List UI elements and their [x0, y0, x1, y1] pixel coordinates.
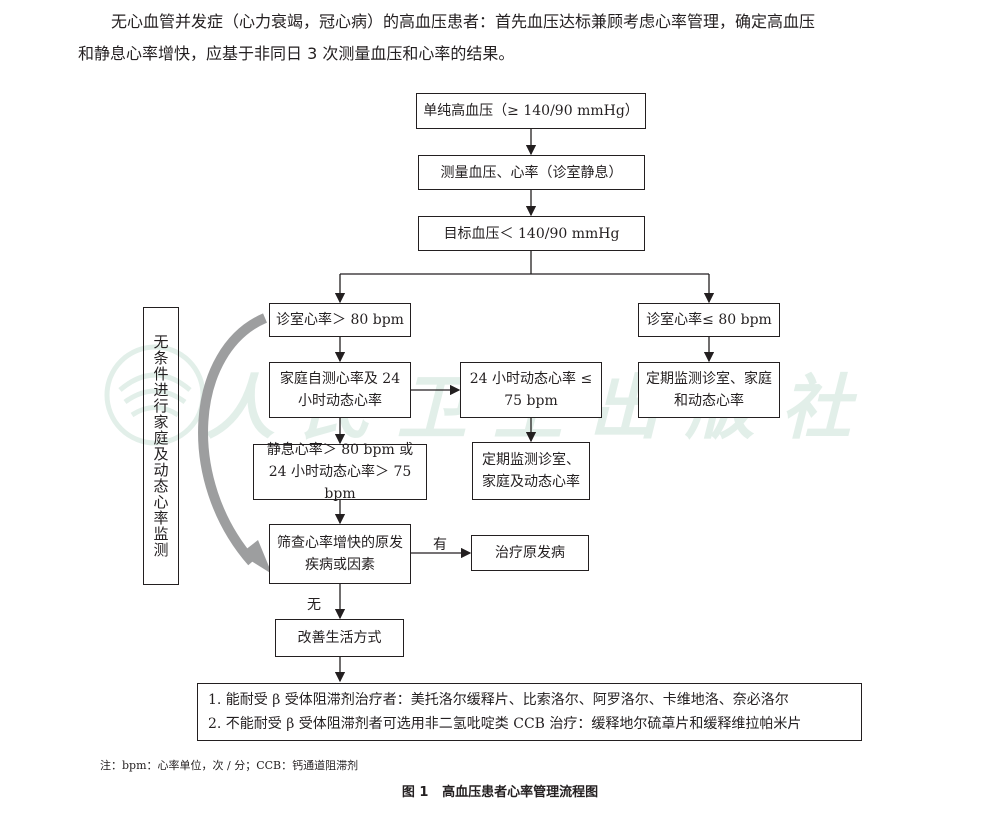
node-measure-bp-hr: 测量血压、心率（诊室静息）	[418, 155, 645, 190]
node-regular-monitoring-2: 定期监测诊室、家庭及动态心率	[472, 442, 590, 500]
figure-caption: 图 1 高血压患者心率管理流程图	[0, 781, 1000, 800]
figure-caption-title: 高血压患者心率管理流程图	[442, 785, 599, 800]
node-hypertension: 单纯高血压（≥ 140/90 mmHg）	[416, 93, 646, 129]
gray-curved-arrowhead	[240, 540, 272, 574]
node-side-no-monitoring: 无条件进行家庭及动态心率监测	[143, 307, 179, 585]
figure-caption-label: 图 1	[401, 785, 429, 800]
node-home-and-24h-hr: 家庭自测心率及 24 小时动态心率	[269, 362, 411, 418]
treatment-note-1: 1. 能耐受 β 受体阻滞剂治疗者：美托洛尔缓释片、比索洛尔、阿罗洛尔、卡维地洛…	[208, 692, 789, 708]
node-lifestyle: 改善生活方式	[275, 619, 404, 657]
node-office-hr-high: 诊室心率＞ 80 bpm	[269, 303, 411, 337]
node-treat-primary: 治疗原发病	[471, 535, 589, 571]
node-24h-hr-ok: 24 小时动态心率 ≤ 75 bpm	[460, 362, 602, 418]
edge-label-yes: 有	[433, 537, 447, 553]
treatment-note-2: 2. 不能耐受 β 受体阻滞剂者可选用非二氢吡啶类 CCB 治疗：缓释地尔硫䓬片…	[208, 716, 802, 732]
intro-line-2: 和静息心率增快，应基于非同日 3 次测量血压和心率的结果。	[78, 44, 515, 63]
edge-label-no: 无	[307, 597, 321, 613]
node-resting-hr-high: 静息心率＞ 80 bpm 或 24 小时动态心率＞ 75 bpm	[253, 442, 427, 502]
node-regular-monitoring: 定期监测诊室、家庭和动态心率	[638, 362, 780, 418]
intro-paragraph: 无心血管并发症（心力衰竭，冠心病）的高血压患者：首先血压达标兼顾考虑心率管理，确…	[78, 6, 958, 70]
figure-footnote: 注：bpm：心率单位，次 / 分；CCB：钙通道阻滞剂	[100, 759, 359, 772]
treatment-notes-box: 1. 能耐受 β 受体阻滞剂治疗者：美托洛尔缓释片、比索洛尔、阿罗洛尔、卡维地洛…	[197, 683, 862, 741]
gray-curved-arrow	[198, 313, 268, 566]
node-screen-causes: 筛查心率增快的原发疾病或因素	[269, 524, 411, 584]
node-target-bp: 目标血压＜ 140/90 mmHg	[418, 216, 645, 251]
intro-line-1: 无心血管并发症（心力衰竭，冠心病）的高血压患者：首先血压达标兼顾考虑心率管理，确…	[111, 12, 816, 31]
node-office-hr-low: 诊室心率≤ 80 bpm	[638, 303, 780, 337]
